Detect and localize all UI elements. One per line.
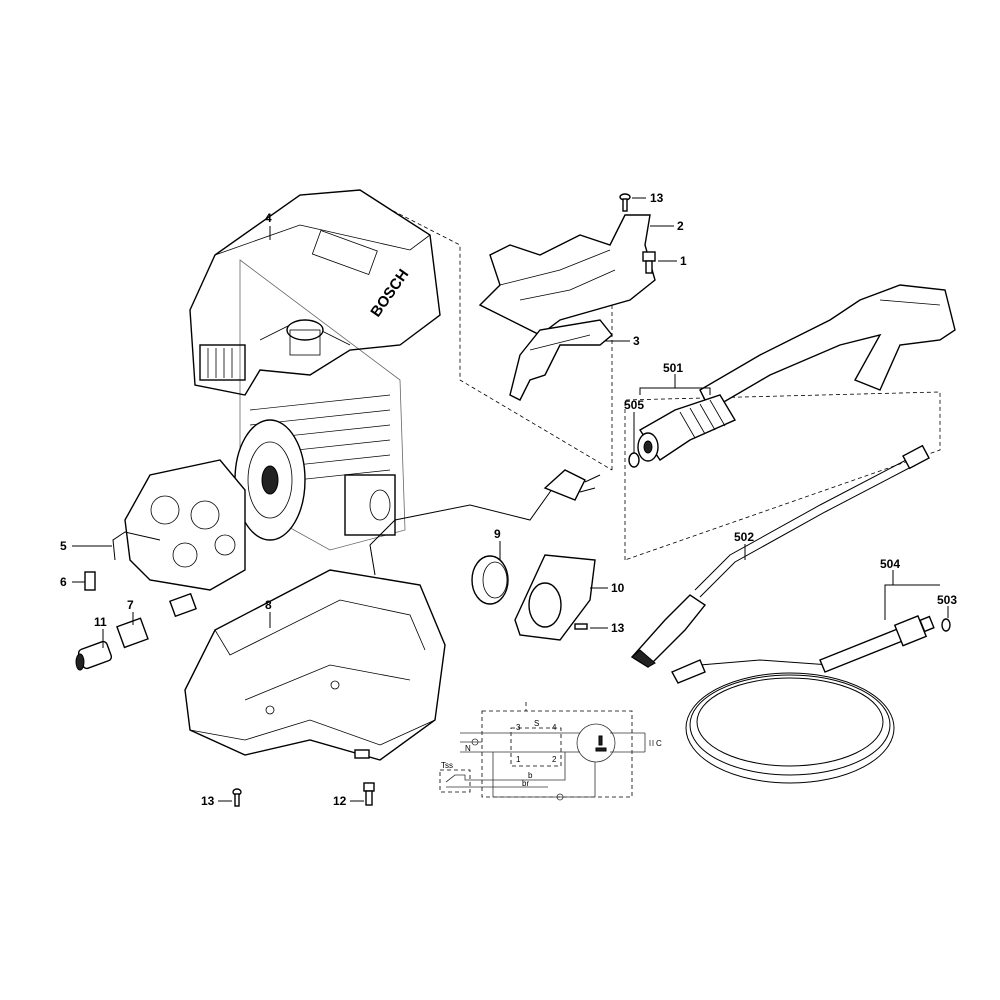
callout-1-screw: 1 [680, 254, 687, 268]
callout-504-hose: 504 [880, 557, 901, 571]
wiring-thermal-label: Tss [441, 761, 453, 770]
callout-13-mid-screw: 13 [611, 621, 625, 635]
pump-head [124, 459, 246, 618]
callout-501-gun: 501 [663, 361, 684, 375]
part-9-ring [471, 555, 509, 605]
callout-10-cover: 10 [611, 581, 625, 595]
callout-6-fitting: 6 [60, 575, 67, 589]
part-3-handle-support [509, 319, 613, 401]
callout-11-connector: 11 [94, 615, 107, 629]
part-8-base [184, 569, 446, 761]
motor [234, 259, 406, 551]
wiring-terminal: 1 [516, 755, 521, 764]
callout-13-top-screw: 13 [650, 191, 664, 205]
part-505-o-ring [628, 452, 640, 468]
wiring-switch-label: S [534, 719, 539, 728]
wiring-terminal: 3 [516, 723, 521, 732]
wiring-terminal: 4 [552, 723, 557, 732]
callout-12-screw: 12 [333, 794, 347, 808]
part-2-handle [478, 214, 656, 336]
callout-502-lance: 502 [734, 530, 755, 544]
callout-2-handle: 2 [677, 219, 684, 233]
wiring-diagram: S Tss C 3 4 1 2 N b br [439, 702, 662, 801]
power-cord [369, 469, 601, 576]
wiring-line-label: N [465, 744, 471, 753]
assembly-guide-lines [367, 197, 941, 561]
part-1-screw [642, 251, 656, 274]
part-7-coupling [116, 617, 149, 649]
wiring-wire-label: br [522, 779, 529, 788]
part-504-hose [671, 615, 935, 784]
part-503-o-ring [941, 618, 951, 632]
callout-13-bottom-screw: 13 [201, 794, 215, 808]
part-13-screw-top [619, 193, 631, 212]
leader-lines [72, 197, 949, 802]
part-13-screw-mid [574, 623, 588, 630]
part-6-fitting [84, 571, 96, 591]
callout-7-coupling: 7 [127, 598, 134, 612]
part-4-top-cover: BOSCH [189, 189, 441, 396]
part-11-connector [75, 640, 113, 671]
callout-8-base: 8 [265, 598, 272, 612]
callout-3-support: 3 [633, 334, 640, 348]
wiring-wire-label: b [528, 771, 533, 780]
callout-505-o-ring: 505 [624, 398, 645, 412]
part-10-cover [514, 554, 596, 641]
part-5-hose-pipe [112, 531, 161, 561]
callout-4-cover: 4 [265, 211, 272, 225]
part-13-screw-bottom [232, 788, 242, 807]
wiring-capacitor-label: C [656, 739, 662, 748]
callout-503-o-ring: 503 [937, 593, 958, 607]
part-502-lance [630, 444, 930, 668]
part-12-screw [363, 782, 375, 806]
wiring-terminal: 2 [552, 755, 557, 764]
callout-5-pipe: 5 [60, 539, 67, 553]
part-501-spray-gun [637, 284, 956, 462]
callout-9-ring: 9 [494, 527, 501, 541]
